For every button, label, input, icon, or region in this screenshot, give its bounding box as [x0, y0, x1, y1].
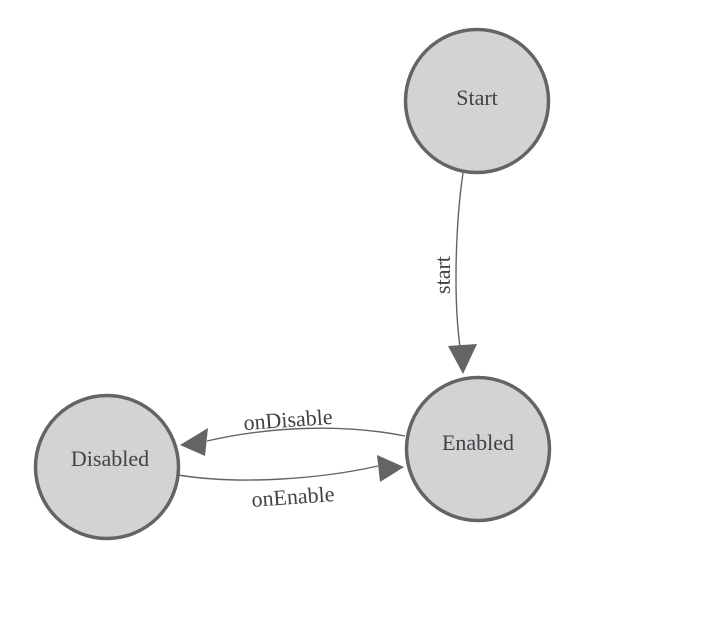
state-circle-start[interactable] — [403, 27, 551, 175]
edge-start-to-enabled: start — [430, 172, 477, 374]
state-label-disabled: Disabled — [71, 446, 149, 471]
edge-disabled-to-enabled: onEnable — [177, 455, 404, 512]
edge-label-ondisable: onDisable — [243, 404, 334, 435]
arrowhead-disabled-to-enabled — [377, 455, 404, 482]
state-node-start[interactable]: Start — [403, 27, 551, 175]
edge-label-onenable: onEnable — [251, 481, 336, 512]
state-circle-enabled[interactable] — [404, 375, 552, 523]
edge-line-enabled-to-disabled — [206, 427, 406, 442]
state-node-disabled[interactable]: Disabled — [33, 393, 181, 541]
state-circle-disabled[interactable] — [33, 393, 181, 541]
state-node-enabled[interactable]: Enabled — [404, 375, 552, 523]
arrowhead-enabled-to-disabled — [180, 428, 208, 456]
edge-line-disabled-to-enabled — [177, 465, 379, 481]
arrowhead-start-to-enabled — [448, 344, 477, 374]
edge-enabled-to-disabled: onDisable — [180, 404, 406, 456]
state-label-start: Start — [456, 85, 498, 110]
state-label-enabled: Enabled — [442, 430, 514, 455]
edge-label-start: start — [430, 256, 455, 294]
edge-line-start-to-enabled — [455, 172, 464, 348]
